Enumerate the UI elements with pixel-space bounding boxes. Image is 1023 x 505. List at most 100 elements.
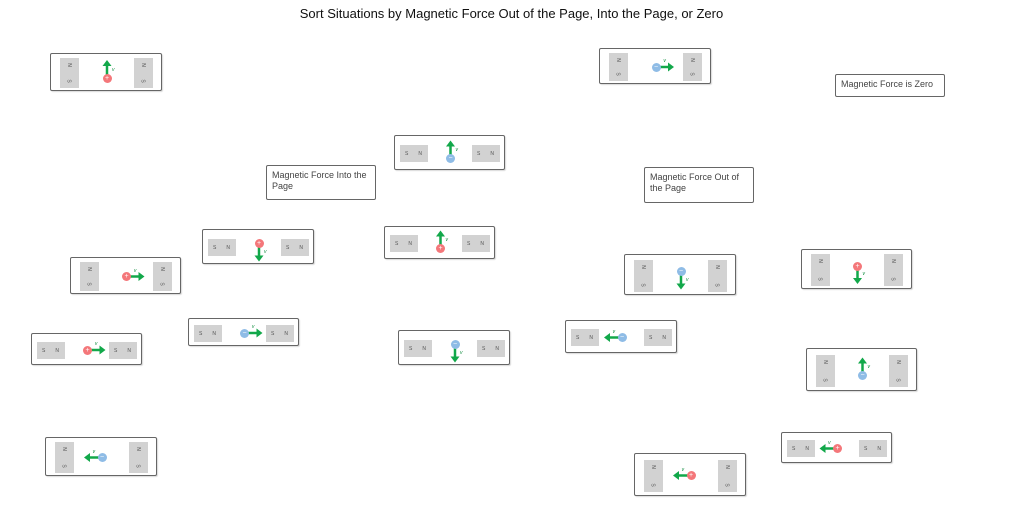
north-pole-label: N [662, 335, 666, 341]
south-pole-label: S [199, 330, 203, 337]
negative-charge: − [97, 453, 107, 462]
velocity-label: v [686, 276, 689, 283]
velocity-label: v [445, 237, 449, 244]
south-pole-label: S [405, 151, 409, 157]
positive-charge: + [833, 444, 842, 453]
north-pole-label: N [127, 347, 131, 354]
south-pole-label: S [576, 335, 580, 341]
south-pole-label: S [271, 330, 275, 337]
south-pole-label: S [649, 335, 653, 341]
velocity-label: v [828, 439, 831, 446]
north-pole-label: N [212, 330, 216, 337]
positive-charge: + [436, 244, 445, 253]
positive-charge: + [122, 272, 131, 281]
velocity-label: v [612, 328, 616, 335]
north-pole-label: N [805, 446, 809, 452]
category-into-page[interactable]: Magnetic Force Into the Page [266, 165, 376, 200]
velocity-label: v [112, 66, 115, 73]
negative-charge: − [676, 267, 686, 276]
south-pole-label: S [114, 347, 118, 354]
north-pole-label: N [480, 241, 484, 247]
south-pole-label: S [467, 241, 471, 247]
south-pole-label: S [42, 347, 46, 354]
positive-charge: + [686, 471, 696, 480]
south-pole-label: S [792, 446, 796, 452]
page-title: Sort Situations by Magnetic Force Out of… [299, 6, 724, 21]
velocity-label: v [663, 58, 666, 64]
negative-charge: − [617, 333, 627, 342]
velocity-label: v [133, 267, 137, 274]
velocity-label: v [867, 364, 871, 371]
velocity-label: v [681, 466, 685, 473]
north-pole-label: N [589, 335, 593, 341]
south-pole-label: S [286, 245, 290, 251]
velocity-label: v [460, 349, 463, 356]
category-label: Magnetic Force Into the Page [272, 170, 367, 191]
north-pole-label: N [284, 330, 288, 337]
north-pole-label: N [877, 446, 881, 452]
velocity-label: v [264, 248, 267, 255]
velocity-label: v [94, 341, 98, 347]
category-label: Magnetic Force is Zero [841, 79, 934, 89]
negative-charge: − [446, 154, 455, 163]
positive-charge: + [83, 345, 92, 355]
positive-charge: + [102, 73, 112, 83]
north-pole-label: N [490, 151, 494, 157]
category-zero[interactable]: Magnetic Force is Zero [835, 74, 945, 97]
category-out-of-page[interactable]: Magnetic Force Out of the Page [644, 167, 754, 203]
positive-charge: + [254, 239, 264, 248]
negative-charge: − [240, 328, 249, 338]
north-pole-label: N [55, 347, 59, 354]
north-pole-label: N [226, 245, 230, 251]
north-pole-label: N [408, 241, 412, 247]
north-pole-label: N [299, 245, 303, 251]
south-pole-label: S [409, 346, 413, 352]
velocity-label: v [455, 147, 459, 154]
north-pole-label: N [422, 346, 426, 352]
north-pole-label: N [418, 151, 422, 157]
south-pole-label: S [482, 346, 486, 352]
north-pole-label: N [495, 346, 499, 352]
category-label: Magnetic Force Out of the Page [650, 172, 740, 193]
